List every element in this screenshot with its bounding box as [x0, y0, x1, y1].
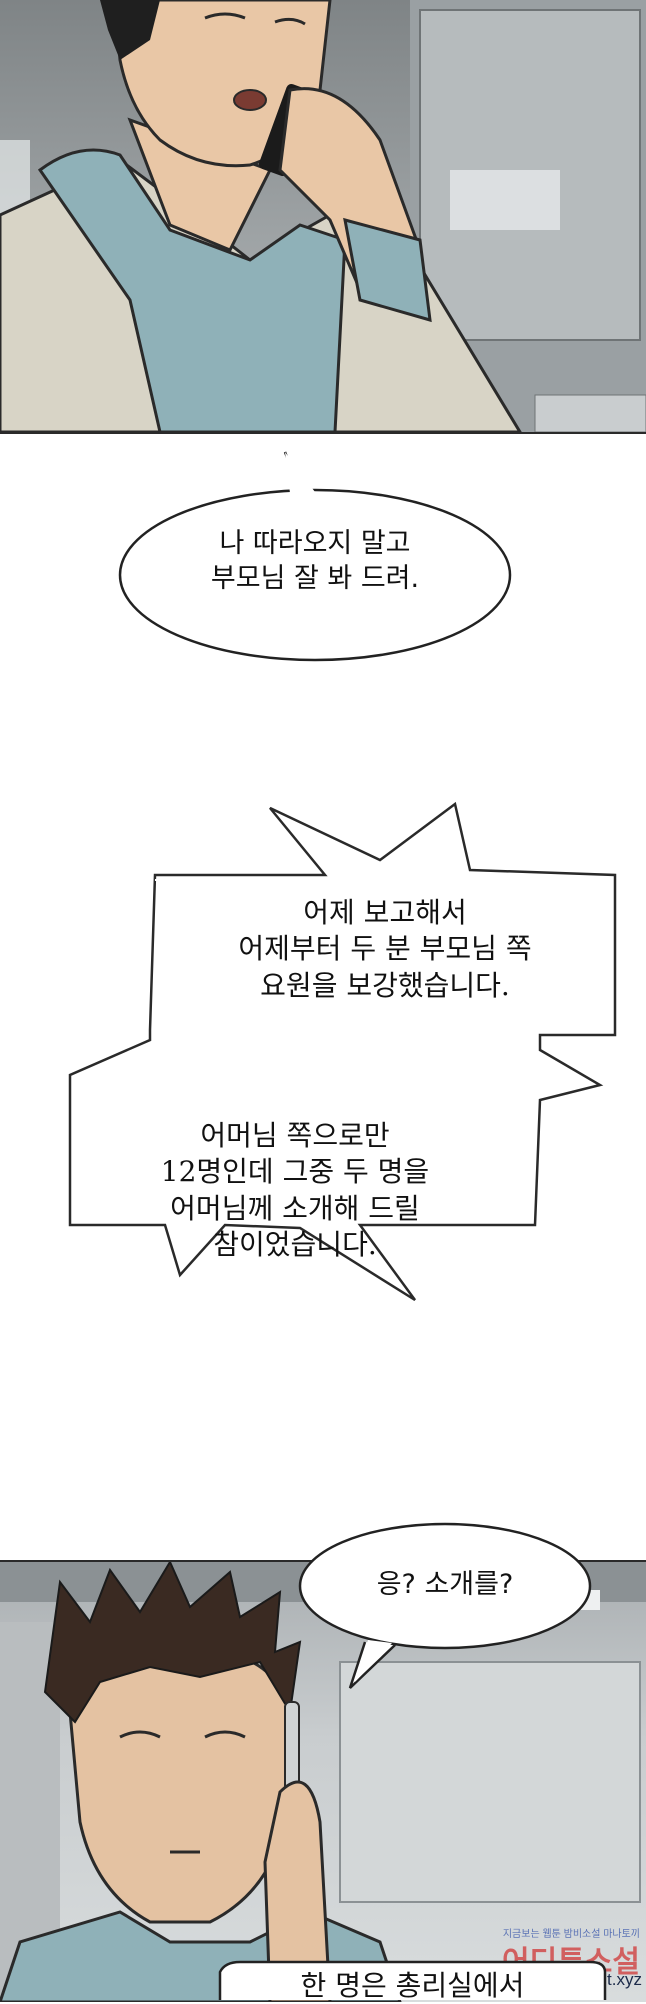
spiky-hair	[43, 1562, 302, 1724]
background-cabinet	[339, 1661, 641, 1903]
spiky-bubble-3-text: 어머님 쪽으로만 12명인데 그중 두 명을 어머님께 소개해 드릴 참이었습니…	[160, 1119, 430, 1262]
sleeve-cuff	[343, 217, 432, 323]
background-sign	[534, 394, 646, 432]
bottom-panel-art	[0, 1562, 646, 2002]
bubble-4-tail-fill	[355, 1640, 392, 1682]
speech-bubble-4-text: 응? 소개를?	[376, 1569, 514, 1600]
top-panel-art	[0, 0, 646, 432]
right-eye	[204, 1730, 246, 1739]
spiky-inner	[150, 879, 611, 1063]
speech-bubble-1-text: 나 따라오지 말고 부모님 잘 봐 드려.	[210, 528, 420, 595]
mouth	[233, 89, 267, 111]
bubble-4-outline	[298, 1522, 592, 1650]
bubble-1-outline	[118, 488, 512, 662]
watermark-caption: 지금보는 웹툰 밤비소설 마나토끼	[502, 1929, 640, 1940]
background-light	[450, 170, 560, 230]
hand	[263, 1780, 332, 2002]
hoodie	[37, 148, 347, 432]
right-eye	[274, 17, 306, 26]
top-illustration-panel	[0, 0, 646, 434]
speech-bubble-5-shape	[218, 1960, 607, 2000]
bubble-4-tail	[348, 1641, 396, 1689]
bubble-1-tail-fill	[285, 452, 315, 493]
spiky-bubble-outline	[68, 801, 617, 1302]
speech-bubble-5-text: 한 명은 총리실에서	[300, 1969, 525, 2002]
spiky-bubbles-shape	[68, 801, 617, 1302]
speech-bubble-1-shape	[118, 451, 512, 662]
bubble-5-outline	[218, 1960, 607, 2000]
hair	[100, 0, 160, 60]
spiky-bubble-2-text: 어제 보고해서 어제부터 두 분 부모님 쪽 요원을 보강했습니다.	[238, 896, 532, 1002]
speech-bubble-4-shape	[298, 1522, 592, 1689]
left-eye	[119, 1730, 161, 1739]
left-eye	[204, 12, 246, 20]
